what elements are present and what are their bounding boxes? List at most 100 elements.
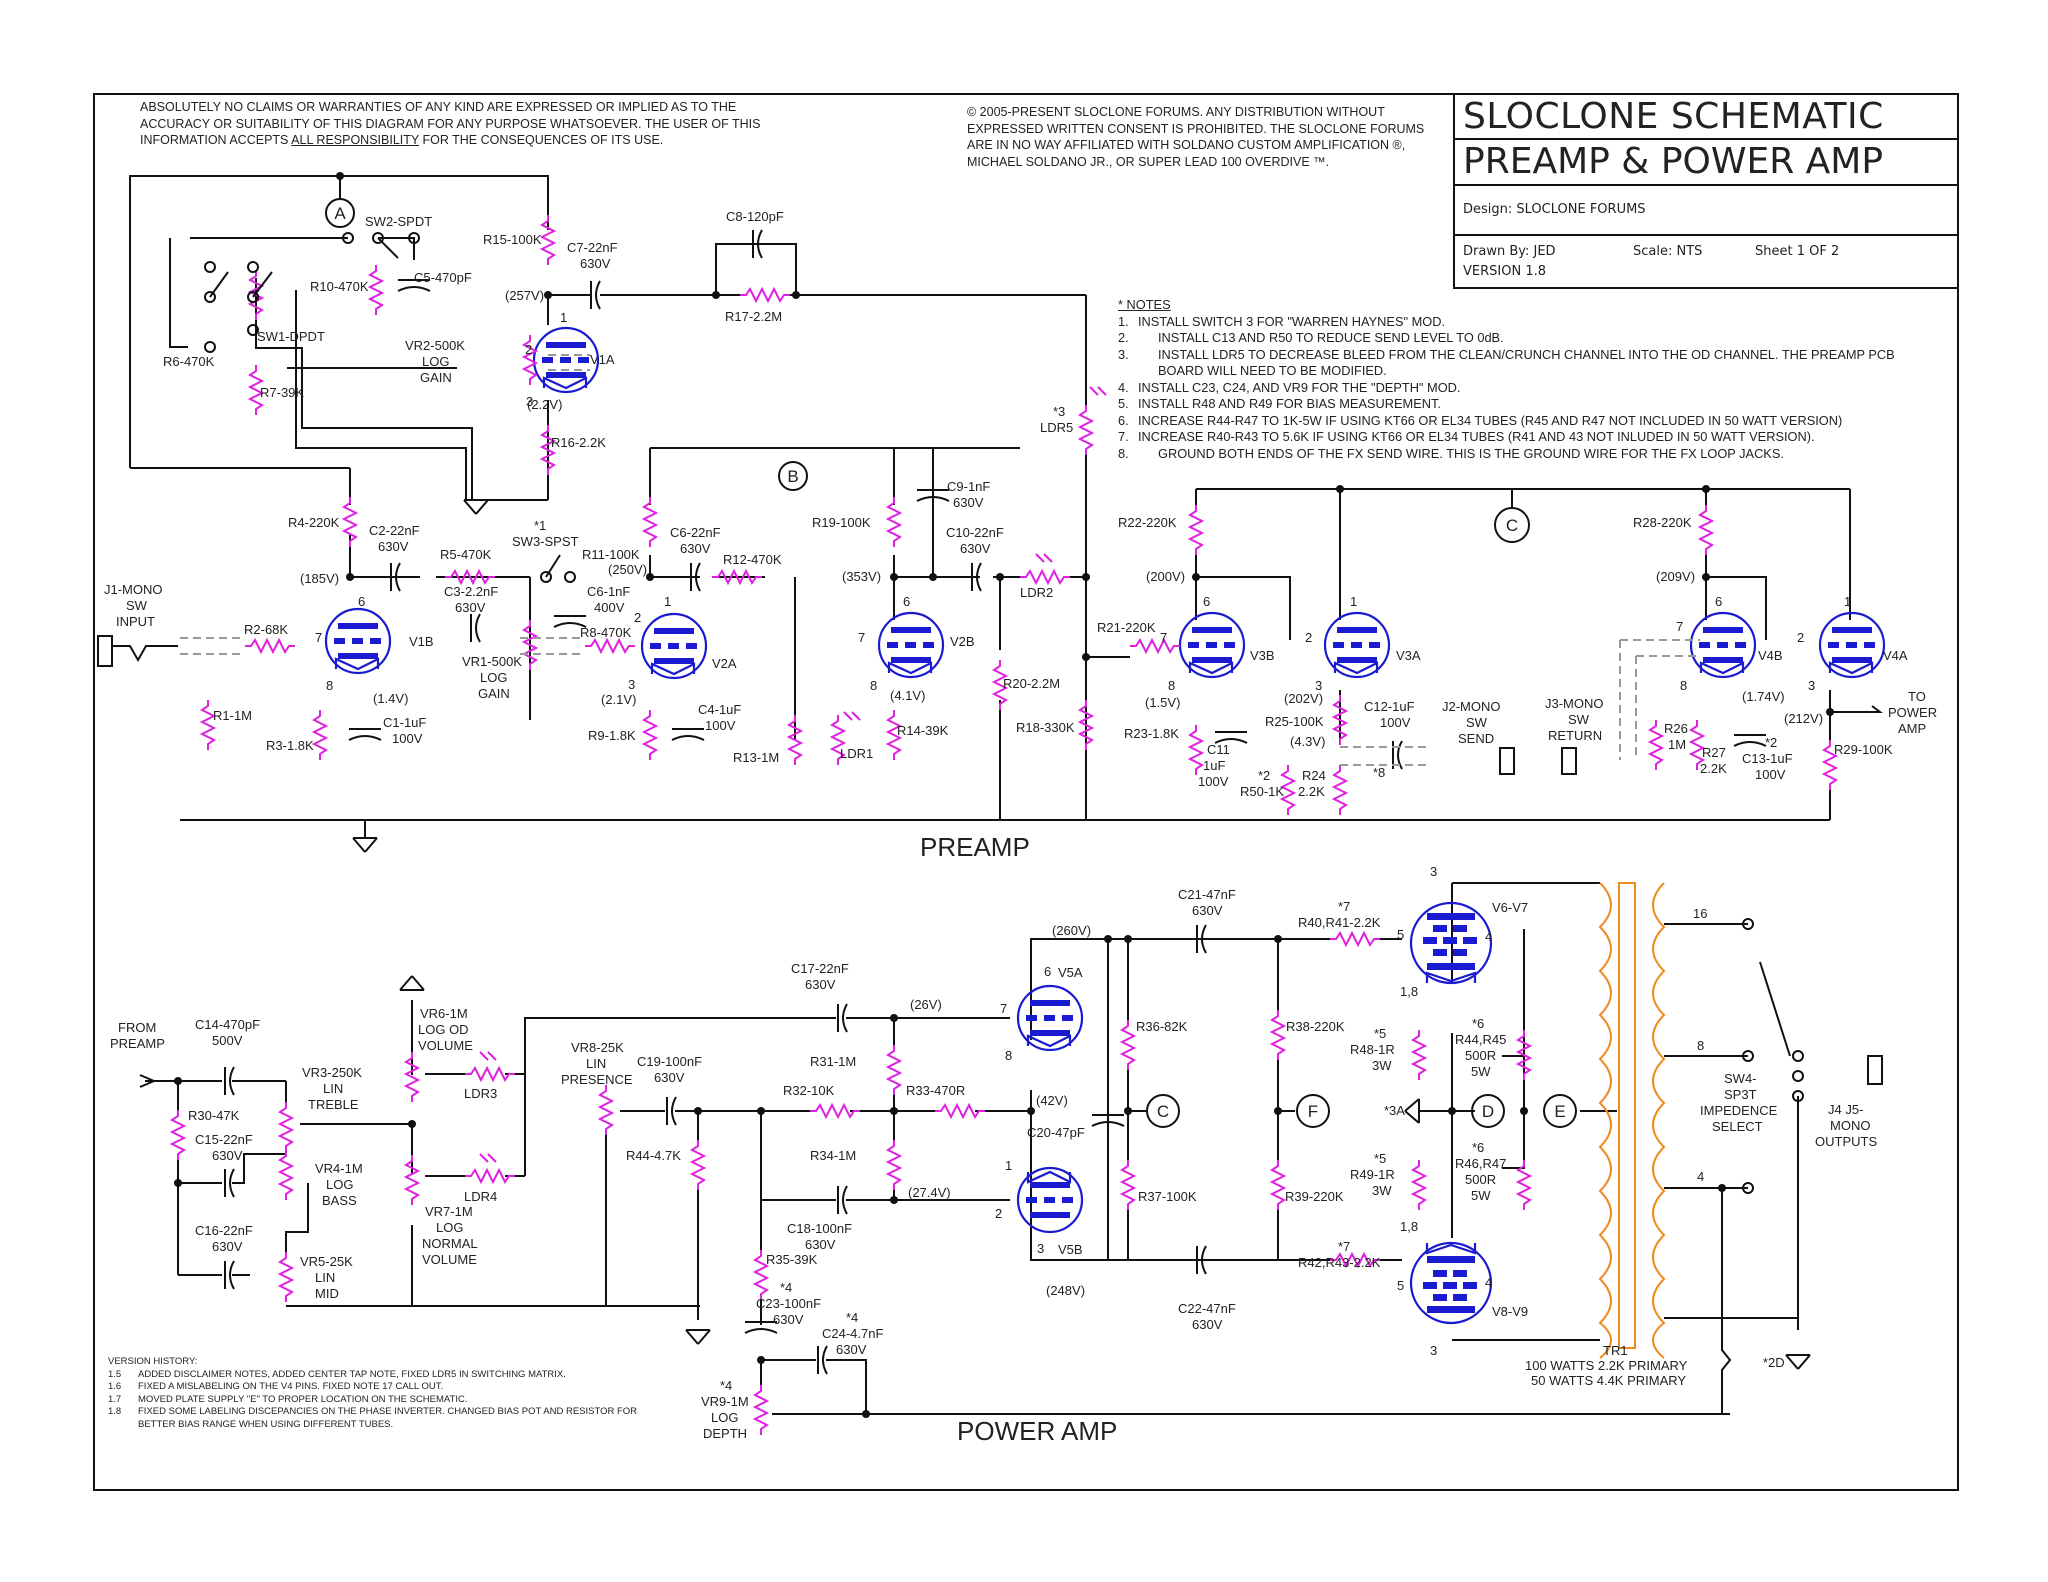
disclaimer-body: ABSOLUTELY NO CLAIMS OR WARRANTIES OF AN… (140, 100, 761, 147)
disclaimer-tail: FOR THE CONSEQUENCES OF ITS USE. (419, 133, 664, 147)
label-j2: J2-MONO (1442, 699, 1501, 714)
resistor-r22 (1189, 504, 1203, 556)
pin-number: 2 (634, 610, 641, 625)
resistor-r37 (1121, 1159, 1135, 1211)
ldr3-light-icon (479, 1051, 497, 1061)
label-ldr3: LDR3 (464, 1086, 497, 1101)
label-r17: R17-2.2M (725, 309, 782, 324)
label-r50: R50-1K (1240, 784, 1284, 799)
label-note8: *8 (1373, 765, 1385, 780)
pin-number: 1,8 (1400, 1219, 1418, 1234)
label-r28: R28-220K (1633, 515, 1692, 530)
label-c14: C14-470pF (195, 1017, 260, 1032)
label-r50-note: *2 (1258, 768, 1270, 783)
label-bias-ref: *3A (1384, 1103, 1405, 1118)
ldr4-light-icon (479, 1153, 497, 1163)
pin-number: 5 (1397, 1278, 1404, 1293)
resistor-r24 (1333, 764, 1347, 816)
capacitor-c7 (590, 280, 601, 310)
output-transformer (1598, 882, 1666, 1359)
bias-supply-arrow-icon (1404, 1098, 1420, 1124)
label-tr1-50w: 50 WATTS 4.4K PRIMARY (1531, 1373, 1686, 1388)
label-v1b: V1B (409, 634, 434, 649)
history-header: VERSION HISTORY: (108, 1356, 198, 1367)
label-r48-rating: 3W (1372, 1058, 1392, 1073)
label-c15-rating: 630V (212, 1148, 243, 1163)
notes-header: * NOTES (1118, 297, 1171, 312)
label-vr5: VR5-25K (300, 1254, 353, 1269)
node-label: C (1506, 516, 1518, 535)
label-sw4-type: SP3T (1724, 1087, 1757, 1102)
power-amp-labels: FROM PREAMP C14-470pF 500V VR3-250K LIN … (110, 864, 1877, 1441)
label-r49-note: *5 (1374, 1151, 1386, 1166)
label-r33: R33-470R (906, 1083, 965, 1098)
label-c23: C23-100nF (756, 1296, 821, 1311)
label-c2: C2-22nF (369, 523, 420, 538)
label-ground-note: *2D (1763, 1355, 1785, 1370)
label-c24-rating: 630V (836, 1342, 867, 1357)
label-r26: R26 (1664, 721, 1688, 736)
pin-number: 7 (858, 630, 865, 645)
resistor-r40-r41 (1329, 932, 1381, 946)
label-ldr5-note: *3 (1053, 404, 1065, 419)
label-tr1-100w: 100 WATTS 2.2K PRIMARY (1525, 1358, 1688, 1373)
label-r25: R25-100K (1265, 714, 1324, 729)
label-j3-type: SW (1568, 712, 1590, 727)
note-text: GROUND BOTH ENDS OF THE FX SEND WIRE. TH… (1158, 445, 1784, 461)
label-r46-r47-rating: 5W (1471, 1188, 1491, 1203)
pin-number: 2 (525, 342, 532, 357)
note-item: 3.INSTALL LDR5 TO DECREASE BLEED FROM TH… (1118, 347, 1938, 380)
label-vr2-function: GAIN (420, 370, 452, 385)
pin-number: 3 (1037, 1241, 1044, 1256)
pin-number: 2 (995, 1206, 1002, 1221)
note-text: INCREASE R44-R47 TO 1K-5W IF USING KT66 … (1138, 412, 1843, 428)
label-c6b: C6-1nF (587, 584, 630, 599)
label-r42-r43: R42,R43-2.2K (1298, 1255, 1381, 1270)
label-c4-rating: 100V (705, 718, 736, 733)
label-r46-r47-note: *6 (1472, 1140, 1484, 1155)
notes-list: * NOTES 1.INSTALL SWITCH 3 FOR "WARREN H… (1118, 297, 1938, 462)
label-c12: C12-1uF (1364, 699, 1415, 714)
label-r10: R10-470K (310, 279, 369, 294)
pin-number: 8 (870, 678, 877, 693)
resistor-r17 (739, 288, 791, 302)
label-c19: C19-100nF (637, 1054, 702, 1069)
design-credit: Design: SLOCLONE FORUMS (1455, 186, 1959, 236)
pin-number: 4 (1485, 929, 1492, 944)
resistor-r44 (691, 1139, 705, 1191)
pin-number: 6 (358, 594, 365, 609)
pin-number: 1 (1844, 594, 1851, 609)
label-sw4-function-2: SELECT (1712, 1119, 1763, 1134)
pot-vr5 (279, 1251, 293, 1303)
label-r34: R34-1M (810, 1148, 856, 1163)
label-v6-v7: V6-V7 (1492, 900, 1528, 915)
history-version: 1.6 (108, 1381, 122, 1392)
label-vr8-taper: LIN (586, 1056, 606, 1071)
pin-number: 8 (1168, 678, 1175, 693)
label-j1-type: SW (126, 598, 148, 613)
label-vr9: VR9-1M (701, 1394, 749, 1409)
pin-number: 2 (1797, 630, 1804, 645)
switch-contacts (97, 232, 1883, 1194)
pin-number: 7 (1000, 1001, 1007, 1016)
label-c21-rating: 630V (1192, 903, 1223, 918)
label-c22-rating: 630V (1192, 1317, 1223, 1332)
label-c3: C3-2.2nF (444, 584, 498, 599)
node-b: B (778, 461, 808, 491)
label-r8: R8-470K (580, 625, 632, 640)
label-sw1: SW1-DPDT (257, 329, 325, 344)
label-c18: C18-100nF (787, 1221, 852, 1236)
pot-vr4 (279, 1149, 293, 1201)
sheet-border (93, 93, 1959, 1491)
label-j2-function: SEND (1458, 731, 1494, 746)
power-amp-wiring (145, 882, 1799, 1415)
label-vr3-function: TREBLE (308, 1097, 359, 1112)
label-r46-r47-value: 500R (1465, 1172, 1496, 1187)
pin-number: 3 (1430, 1343, 1437, 1358)
label-c16: C16-22nF (195, 1223, 253, 1238)
label-j1: J1-MONO (104, 582, 163, 597)
version: VERSION 1.8 (1463, 264, 1546, 279)
resistor-r49 (1412, 1159, 1426, 1211)
label-c24: C24-4.7nF (822, 1326, 883, 1341)
